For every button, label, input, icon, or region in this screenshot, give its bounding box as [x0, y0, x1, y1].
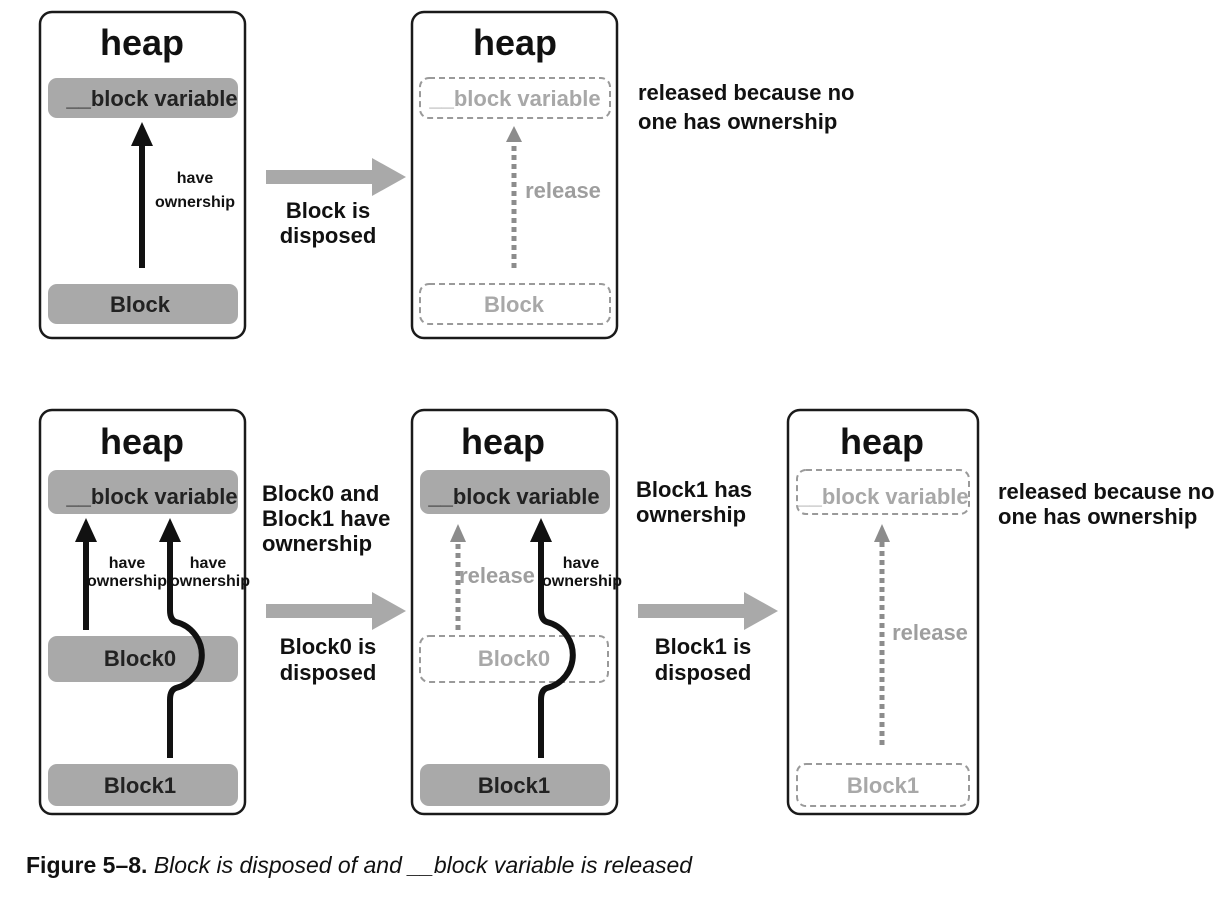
released-note-line-2: one has ownership — [638, 109, 837, 134]
released-note-line-1: released because no — [998, 479, 1214, 504]
ownership-arrow-head — [131, 122, 153, 146]
transition-line-2: disposed — [280, 223, 377, 248]
disposed-block1-box — [796, 763, 970, 807]
release-label: release — [892, 620, 968, 645]
block-variable-label: __block variable — [427, 484, 599, 509]
transition-line-1: Block1 is — [655, 634, 752, 659]
transition-arrow-top: Block is disposed — [266, 158, 406, 248]
block-label: Block — [110, 292, 171, 317]
release-arrow-head — [450, 524, 466, 542]
figure-caption: Figure 5–8. Block is disposed of and __b… — [26, 852, 692, 879]
block-label: Block — [484, 292, 545, 317]
block0-label: Block0 — [104, 646, 176, 671]
panel-bottom-initial: heap __block variable Block0 Block1 have… — [38, 408, 250, 816]
block-variable-label: __block variable — [65, 86, 237, 111]
released-note-line-2: one has ownership — [998, 504, 1197, 529]
disposed-block-box — [419, 283, 611, 325]
panel-bottom-final: heap __block variable Block1 release — [786, 408, 980, 816]
block-box — [48, 284, 238, 324]
block-variable-label: __block variable — [428, 86, 600, 111]
disposed-block0-box — [419, 635, 609, 683]
block-variable-box — [48, 78, 238, 118]
release-label: release — [525, 178, 601, 203]
both-have-note-line-3: ownership — [262, 531, 372, 556]
transition-line-1: Block is — [286, 198, 370, 223]
ownership-label: ownership — [87, 573, 167, 590]
block1-label: Block1 — [847, 773, 919, 798]
transition-arrow-bottom-left: Block0 is disposed — [266, 592, 406, 685]
block1-label: Block1 — [104, 773, 176, 798]
block-variable-box — [420, 470, 610, 514]
released-note-line-1: released because no — [638, 80, 854, 105]
ownership-label: ownership — [170, 573, 250, 590]
block1-ownership-arrow — [167, 540, 205, 758]
block-variable-label: __block variable — [65, 484, 237, 509]
figure-caption-text: Block is disposed of and __block variabl… — [153, 852, 693, 878]
block1-box — [420, 764, 610, 806]
block1-box — [48, 764, 238, 806]
heap-title: heap — [473, 22, 557, 63]
transition-line-2: disposed — [280, 660, 377, 685]
released-block-variable-box — [796, 469, 970, 515]
both-have-note-line-2: Block1 have — [262, 506, 390, 531]
ownership-label: ownership — [155, 194, 235, 211]
block-variable-box — [48, 470, 238, 514]
heap-title: heap — [461, 421, 545, 462]
panel-bottom-middle: heap __block variable Block0 Block1 rele… — [410, 408, 622, 816]
block0-arrow-head — [75, 518, 97, 542]
released-block-variable-box — [419, 77, 611, 119]
heap-title: heap — [100, 22, 184, 63]
panel-top-before: heap __block variable Block have ownersh… — [38, 10, 247, 340]
panel-top-after: heap __block variable Block release — [410, 10, 619, 340]
heap-title: heap — [100, 421, 184, 462]
ownership-label: ownership — [542, 573, 622, 590]
have-label: have — [190, 555, 227, 572]
have-label: have — [109, 555, 146, 572]
have-label: have — [563, 555, 600, 572]
block1-arrow-head — [530, 518, 552, 542]
block-variable-label: __block variable — [796, 484, 968, 509]
block1-has-note-line-1: Block1 has — [636, 477, 752, 502]
block1-has-note-line-2: ownership — [636, 502, 746, 527]
transition-line-2: disposed — [655, 660, 752, 685]
ownership-diagram: heap __block variable Block have ownersh… — [38, 10, 1214, 816]
release-label: release — [459, 563, 535, 588]
release-arrow-head — [506, 126, 522, 142]
transition-arrow-bottom-right: Block1 is disposed — [638, 592, 778, 685]
figure-number: Figure 5–8. — [26, 852, 148, 878]
block1-ownership-arrow — [538, 540, 576, 758]
block0-box — [48, 636, 238, 682]
heap-title: heap — [840, 421, 924, 462]
block1-arrow-head — [159, 518, 181, 542]
block0-label: Block0 — [478, 646, 550, 671]
both-have-note-line-1: Block0 and — [262, 481, 379, 506]
have-label: have — [177, 170, 214, 187]
transition-line-1: Block0 is — [280, 634, 377, 659]
release-arrow-head — [874, 524, 890, 542]
block1-label: Block1 — [478, 773, 550, 798]
